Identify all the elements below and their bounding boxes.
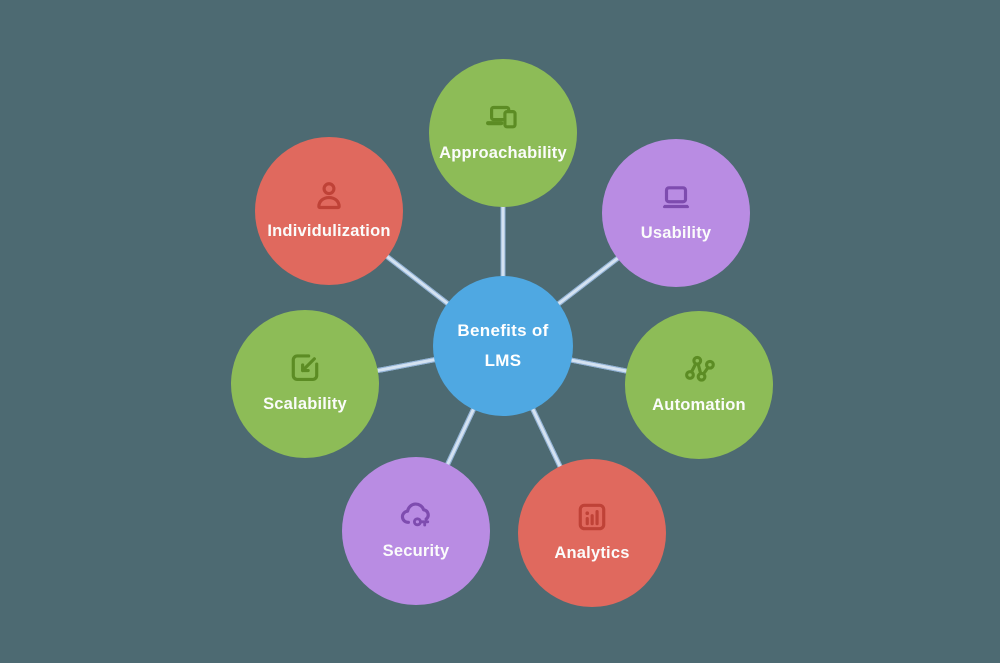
node-label: Security (382, 541, 450, 560)
node-individulization: Individulization (255, 137, 403, 285)
node-security: Security (342, 457, 490, 605)
center-label-line2: LMS (484, 351, 522, 370)
network-icon (680, 350, 718, 388)
cloud-key-icon (397, 496, 435, 534)
center-node-benefits-of-lms: Benefits of LMS (433, 276, 573, 416)
laptop-icon (657, 178, 695, 216)
node-label: Analytics (554, 543, 630, 562)
node-usability: Usability (602, 139, 750, 287)
node-scalability: Scalability (231, 310, 379, 458)
person-icon (310, 176, 348, 214)
node-label: Scalability (263, 394, 347, 413)
node-label: Individulization (267, 221, 391, 240)
node-label: Usability (640, 223, 712, 242)
center-label-line1: Benefits of (457, 321, 549, 341)
devices-icon (484, 98, 522, 136)
node-label: Approachability (439, 143, 567, 162)
expand-icon (286, 349, 324, 387)
node-analytics: Analytics (518, 459, 666, 607)
bar-chart-icon (573, 498, 611, 536)
node-label: Automation (652, 395, 746, 414)
node-approachability: Approachability (429, 59, 577, 207)
node-automation: Automation (625, 311, 773, 459)
